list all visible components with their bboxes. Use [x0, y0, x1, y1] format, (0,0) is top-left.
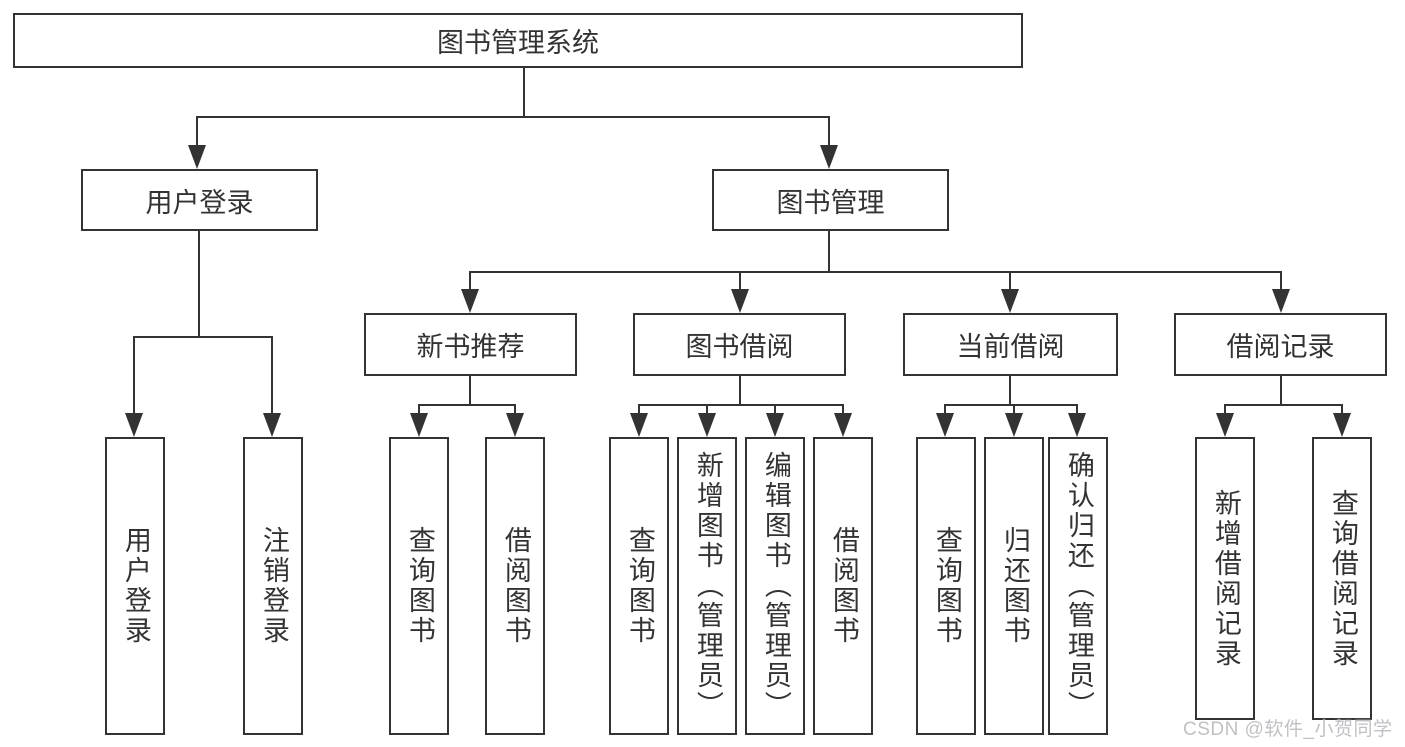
leaf-label: 确认归还（管理员）: [1063, 451, 1094, 721]
connector-leaf-drop: [706, 404, 708, 415]
leaf-add-borrow-record: 新增借阅记录: [1195, 437, 1255, 720]
connector-leaf-drop: [638, 404, 640, 415]
connector-leaf-drop: [418, 404, 420, 415]
leaf-borrow-book: 借阅图书: [813, 437, 873, 735]
leaf-logout-login: 注销登录: [243, 437, 303, 735]
leaf-borrow-book: 借阅图书: [485, 437, 545, 735]
node-library-management-system: 图书管理系统: [13, 13, 1023, 68]
arrow-down-icon: [410, 413, 428, 437]
connector-group-bar: [1224, 404, 1343, 406]
arrow-down-icon: [1005, 413, 1023, 437]
leaf-query-book: 查询图书: [389, 437, 449, 735]
leaf-label: 查询借阅记录: [1327, 488, 1358, 669]
arrow-down-icon: [263, 413, 281, 437]
leaf-user-login: 用户登录: [105, 437, 165, 735]
leaf-label: 编辑图书（管理员）: [760, 451, 791, 721]
arrow-down-icon: [461, 289, 479, 313]
leaf-label: 借阅图书: [828, 526, 859, 646]
arrow-down-icon: [936, 413, 954, 437]
connector-leaf-drop: [1280, 271, 1282, 290]
node-new-book-recommend: 新书推荐: [364, 313, 577, 376]
connector-group-stem: [469, 374, 471, 405]
leaf-return-book: 归还图书: [984, 437, 1044, 735]
leaf-label: 查询图书: [624, 526, 655, 646]
connector-leaf-drop: [842, 404, 844, 415]
connector-leaf-drop: [739, 271, 741, 290]
connector-leaf-drop: [469, 271, 471, 290]
leaf-label: 查询图书: [404, 526, 435, 646]
leaf-edit-book-admin: 编辑图书（管理员）: [745, 437, 805, 735]
leaf-query-borrow-record: 查询借阅记录: [1312, 437, 1372, 720]
connector-leaf-drop: [944, 404, 946, 415]
arrow-down-icon: [1272, 289, 1290, 313]
arrow-down-icon: [698, 413, 716, 437]
leaf-label: 归还图书: [999, 526, 1030, 646]
arrow-down-icon: [1216, 413, 1234, 437]
csdn-watermark: CSDN @软件_小贺同学: [1183, 719, 1393, 740]
arrow-down-icon: [1333, 413, 1351, 437]
leaf-label: 借阅图书: [500, 526, 531, 646]
arrow-down-icon: [766, 413, 784, 437]
connector-group-stem: [739, 374, 741, 405]
arrow-down-icon: [188, 145, 206, 169]
connector-user-login-drop: [196, 116, 198, 147]
leaf-label: 新增图书（管理员）: [692, 451, 723, 721]
arrow-down-icon: [125, 413, 143, 437]
arrow-down-icon: [834, 413, 852, 437]
arrow-down-icon: [1068, 413, 1086, 437]
node-book-borrow: 图书借阅: [633, 313, 846, 376]
connector-leaf-drop: [774, 404, 776, 415]
connector-leaf-drop: [271, 336, 273, 415]
leaf-label: 查询图书: [931, 526, 962, 646]
arrow-down-icon: [630, 413, 648, 437]
node-current-borrow: 当前借阅: [903, 313, 1118, 376]
connector-leaf-drop: [1341, 404, 1343, 415]
connector-leaf-drop: [1224, 404, 1226, 415]
arrow-down-icon: [820, 145, 838, 169]
node-borrow-records: 借阅记录: [1174, 313, 1387, 376]
connector-root-stem: [523, 68, 525, 117]
connector-leaf-drop: [1076, 404, 1078, 415]
connector-level3-bar: [469, 271, 1282, 273]
connector-leaf-drop: [1009, 271, 1011, 290]
leaf-query-book: 查询图书: [916, 437, 976, 735]
leaf-query-book: 查询图书: [609, 437, 669, 735]
connector-book-mgmt-stem: [828, 231, 830, 272]
node-user-login: 用户登录: [81, 169, 318, 231]
connector-group-bar: [418, 404, 516, 406]
connector-leaf-drop: [514, 404, 516, 415]
connector-user-login-stem: [198, 231, 200, 338]
arrow-down-icon: [506, 413, 524, 437]
leaf-add-book-admin: 新增图书（管理员）: [677, 437, 737, 735]
connector-leaf-drop: [1013, 404, 1015, 415]
leaf-label: 注销登录: [258, 526, 289, 646]
connector-group-bar: [944, 404, 1078, 406]
connector-leaf-drop: [133, 336, 135, 415]
connector-group-stem: [1009, 374, 1011, 405]
connector-level1-bar: [196, 116, 830, 118]
connector-group-bar: [638, 404, 844, 406]
arrow-down-icon: [1001, 289, 1019, 313]
connector-user-login-bar: [133, 336, 273, 338]
leaf-label: 新增借阅记录: [1210, 488, 1241, 669]
leaf-confirm-return-admin: 确认归还（管理员）: [1048, 437, 1108, 735]
connector-group-stem: [1280, 374, 1282, 405]
connector-book-mgmt-drop: [828, 116, 830, 147]
leaf-label: 用户登录: [120, 526, 151, 646]
arrow-down-icon: [731, 289, 749, 313]
node-book-management: 图书管理: [712, 169, 949, 231]
